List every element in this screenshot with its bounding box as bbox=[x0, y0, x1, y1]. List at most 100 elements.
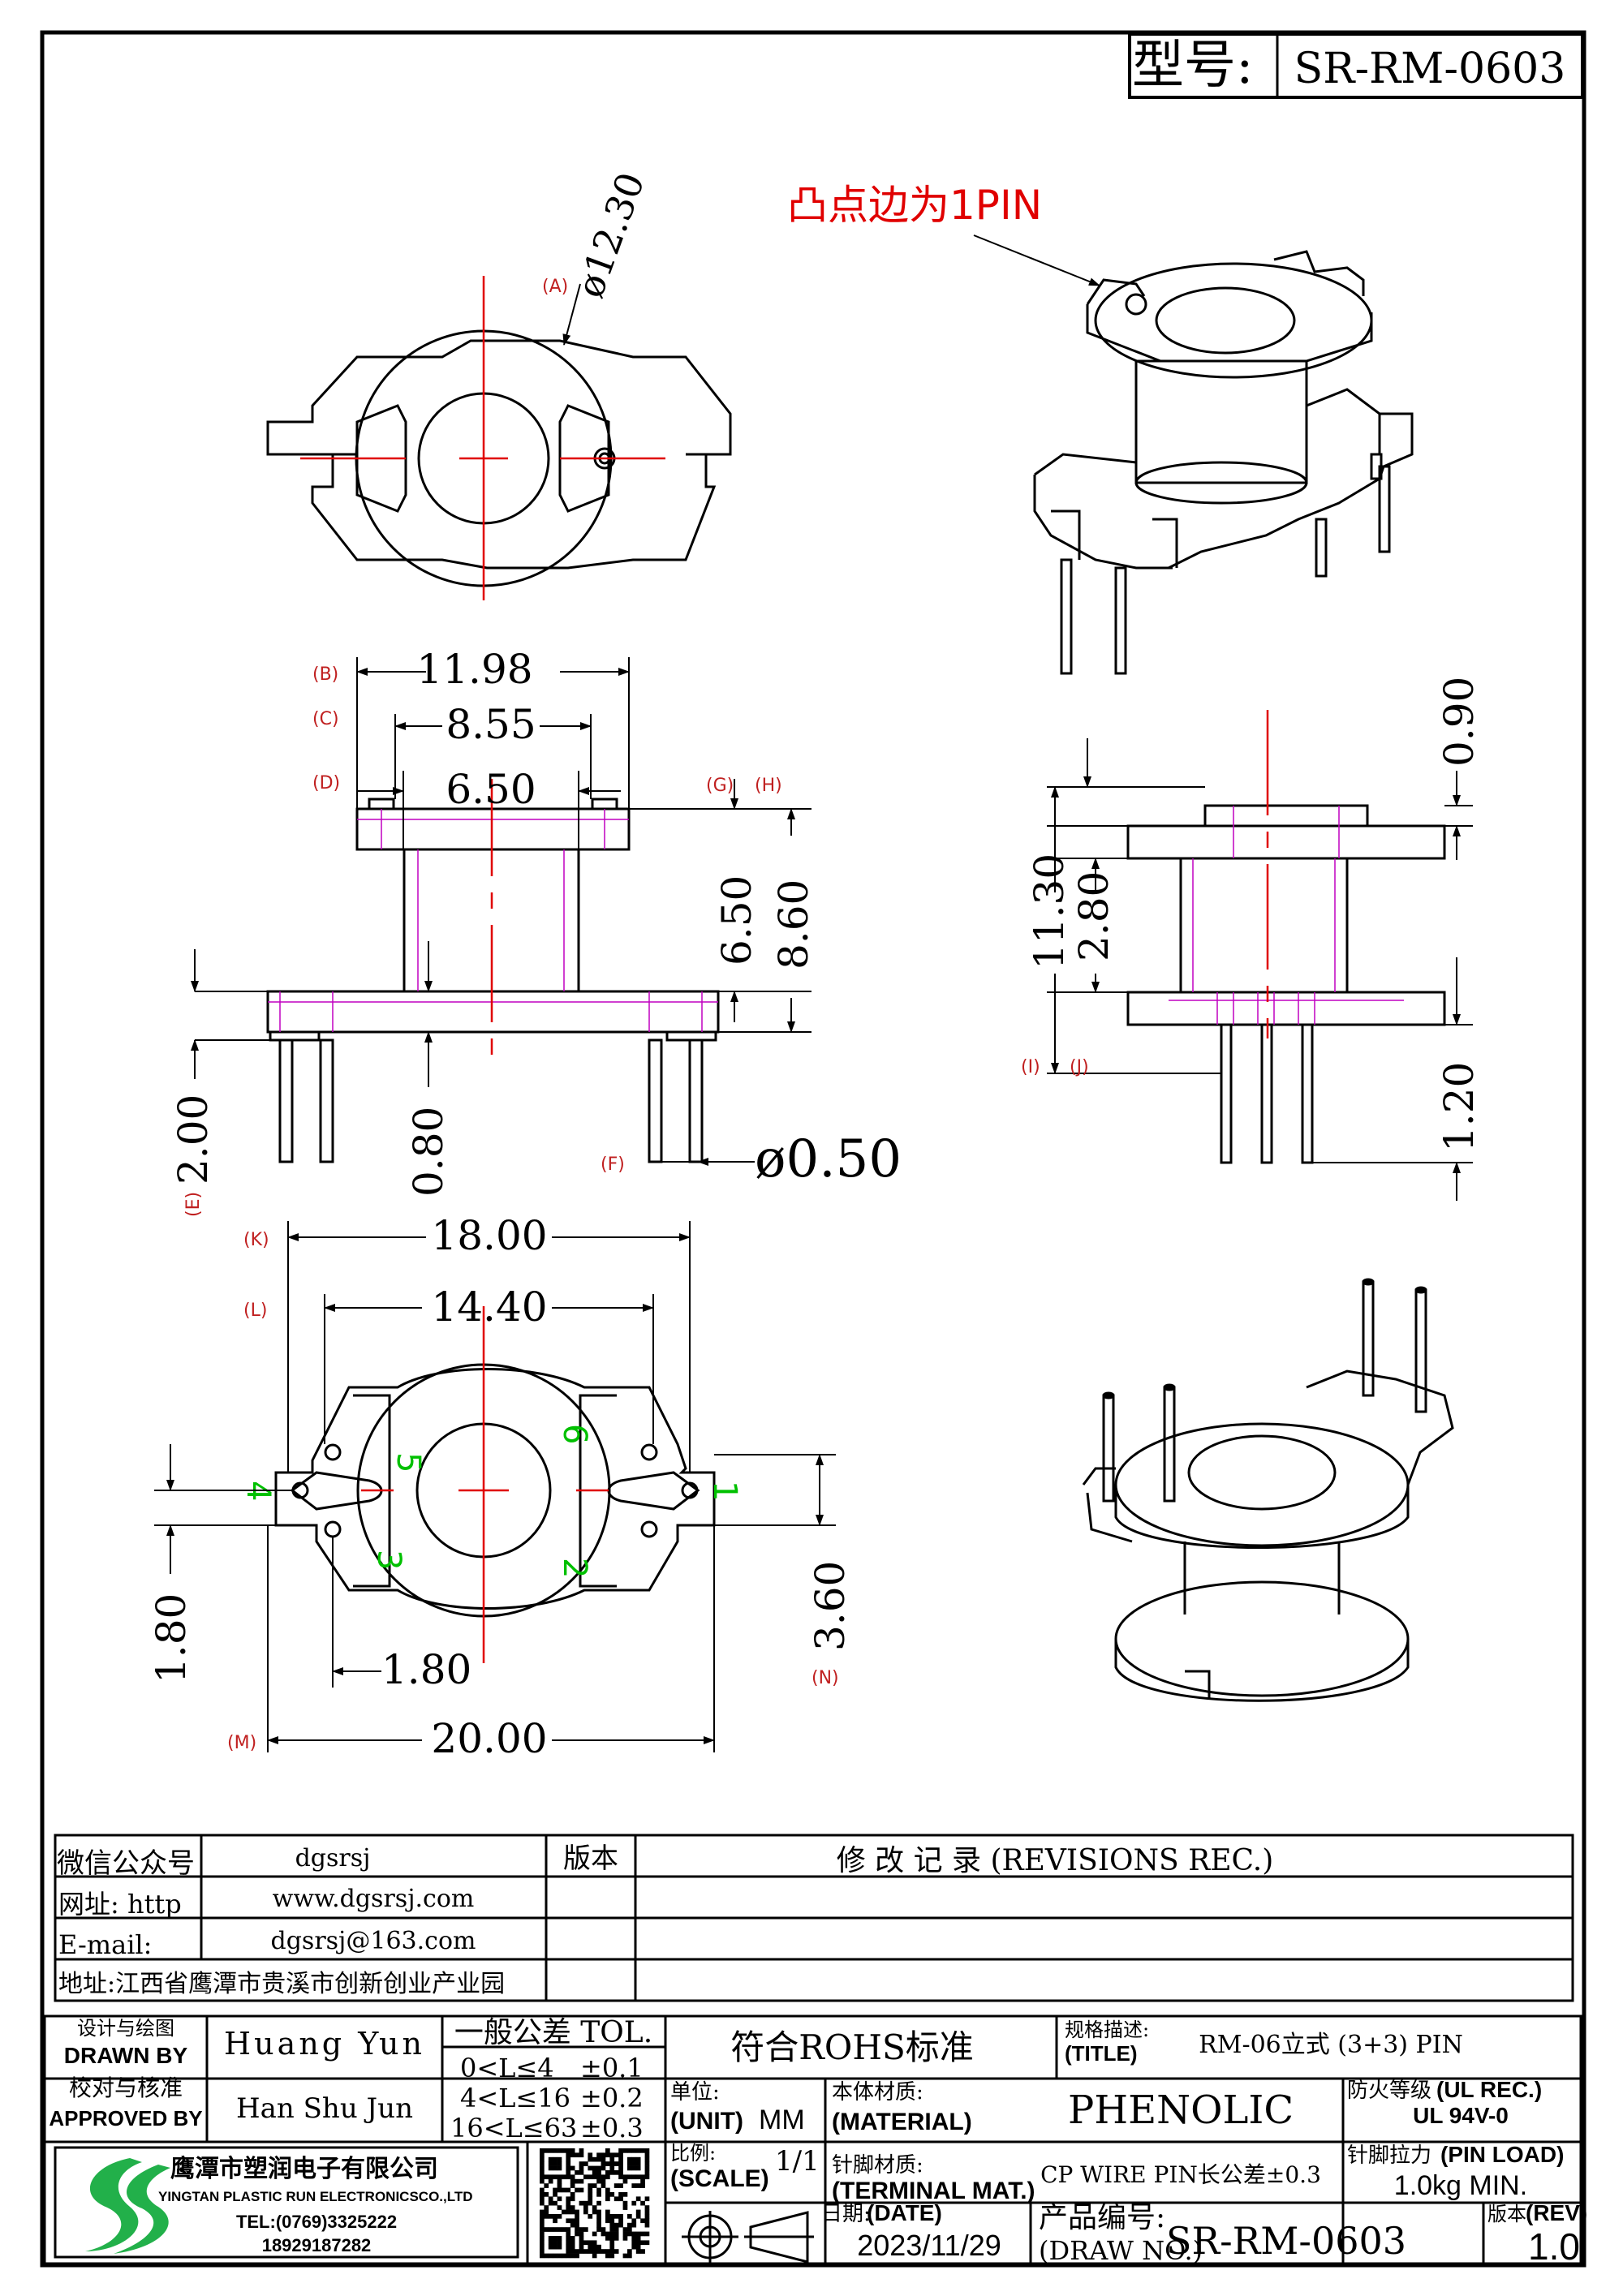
dim-d5: 6.50 bbox=[713, 875, 760, 965]
ref-c: (C) bbox=[312, 709, 339, 729]
web-value: www.dgsrsj.com bbox=[273, 1885, 475, 1913]
dim-d14: 18.00 bbox=[431, 1212, 547, 1259]
ref-g: (G) bbox=[706, 776, 734, 796]
unit-value: MM bbox=[759, 2105, 805, 2135]
pinload-cn: 针脚拉力 bbox=[1347, 2143, 1431, 2168]
ref-i: (I) bbox=[1021, 1057, 1040, 1077]
rev-cn: 版本 bbox=[1487, 2203, 1526, 2225]
projection-symbol bbox=[682, 2211, 814, 2264]
terminal-value: CP WIRE PIN长公差±0.3 bbox=[1040, 2161, 1321, 2188]
ref-e: (E) bbox=[183, 1192, 204, 1217]
unit-cn: 单位: bbox=[670, 2080, 720, 2105]
material-cn: 本体材质: bbox=[832, 2080, 923, 2105]
company-logo bbox=[85, 2158, 170, 2254]
email-label: E-mail: bbox=[58, 1929, 152, 1960]
approved-value: Han Shu Jun bbox=[236, 2092, 413, 2125]
dim-d9: ø0.50 bbox=[755, 1129, 902, 1189]
iso-view-bottom bbox=[1082, 1278, 1454, 1702]
tol-title: 一般公差 TOL. bbox=[454, 2016, 652, 2049]
ul-value: UL 94V-0 bbox=[1413, 2103, 1509, 2128]
ref-j: (J) bbox=[1070, 1057, 1089, 1077]
model-value: SR-RM-0603 bbox=[1294, 45, 1566, 93]
tol1-value: ±0.1 bbox=[580, 2053, 644, 2083]
address-label: 地址:江西省鹰潭市贵溪市创新创业产业园 bbox=[58, 1970, 505, 1998]
tol2-value: ±0.2 bbox=[580, 2083, 644, 2113]
drawn-by-value: Huang Yun bbox=[224, 2026, 425, 2062]
dim-d2: 11.98 bbox=[416, 646, 532, 693]
title-value: RM-06立式 (3+3) PIN bbox=[1199, 2031, 1463, 2059]
ref-n: (N) bbox=[812, 1668, 839, 1688]
company-block: 鹰潭市塑润电子有限公司 YINGTAN PLASTIC RUN ELECTRON… bbox=[54, 2146, 519, 2259]
title-block bbox=[43, 2014, 1582, 2265]
dim-d1: ø12.30 bbox=[568, 167, 653, 303]
company-name-en: YINGTAN PLASTIC RUN ELECTRONICSCO.,LTD bbox=[158, 2189, 473, 2204]
dim-d3: 8.55 bbox=[446, 701, 536, 748]
dim-d12: 2.80 bbox=[1070, 871, 1117, 961]
pin1-callout: 凸点边为1PIN bbox=[787, 182, 1042, 229]
drawn-by-cn: 设计与绘图 bbox=[77, 2017, 174, 2040]
tol3-value: ±0.3 bbox=[580, 2113, 644, 2143]
dim-d7: 2.00 bbox=[170, 1094, 217, 1185]
ul-cn: 防火等级 bbox=[1347, 2079, 1431, 2103]
drawno-value: SR-RM-0603 bbox=[1166, 2219, 1406, 2263]
dim-d11: 11.30 bbox=[1026, 853, 1073, 970]
bottom-view-centerlines bbox=[361, 1306, 609, 1663]
version-label: 版本 bbox=[563, 1842, 618, 1875]
drawno-cn: 产品编号: bbox=[1039, 2201, 1165, 2234]
wechat-label: 微信公众号 bbox=[57, 1847, 195, 1880]
terminal-cn: 针脚材质: bbox=[832, 2153, 923, 2178]
company-name-cn: 鹰潭市塑润电子有限公司 bbox=[170, 2155, 438, 2183]
material-value: PHENOLIC bbox=[1068, 2087, 1294, 2133]
drawn-by-en: DRAWN BY bbox=[64, 2043, 188, 2068]
dim-d10: 0.90 bbox=[1436, 677, 1483, 767]
title-en: (TITLE) bbox=[1065, 2041, 1138, 2066]
web-label: 网址: http bbox=[58, 1889, 182, 1920]
qr-code bbox=[540, 2148, 650, 2259]
rev-value: 1.0 bbox=[1528, 2225, 1580, 2268]
title-cn: 规格描述: bbox=[1065, 2019, 1149, 2041]
top-view-centerlines bbox=[300, 276, 665, 600]
scale-cn: 比例: bbox=[670, 2142, 716, 2165]
dim-d16: 1.80 bbox=[381, 1646, 471, 1693]
date-en: (DATE) bbox=[867, 2200, 942, 2225]
pin-label-2: 2 bbox=[556, 1558, 593, 1578]
side-view bbox=[1126, 804, 1446, 1164]
dim-d19: 20.00 bbox=[431, 1715, 547, 1762]
dim-d4: 6.50 bbox=[446, 766, 536, 813]
tol1-range: 0<L≤4 bbox=[460, 2053, 554, 2083]
ul-en: (UL REC.) bbox=[1436, 2077, 1542, 2102]
company-tel: TEL:(0769)3325222 bbox=[236, 2212, 397, 2232]
outer-frame bbox=[40, 30, 1586, 2268]
approved-cn: 校对与核准 bbox=[69, 2075, 183, 2101]
dim-d17: 1.80 bbox=[148, 1593, 195, 1683]
date-value: 2023/11/29 bbox=[857, 2229, 1001, 2262]
wechat-value: dgsrsj bbox=[295, 1844, 371, 1872]
pin-label-5: 5 bbox=[390, 1452, 427, 1473]
pin-label-3: 3 bbox=[370, 1550, 407, 1570]
drawno-en: (DRAW NO.) bbox=[1039, 2235, 1203, 2266]
front-view-dims bbox=[191, 657, 812, 1166]
dim-d6: 8.60 bbox=[770, 879, 817, 970]
iso-view-top bbox=[1033, 250, 1414, 675]
ref-d: (D) bbox=[312, 773, 340, 793]
rohs-label: 符合ROHS标准 bbox=[730, 2027, 973, 2067]
dim-d15: 14.40 bbox=[431, 1283, 547, 1331]
revisions-label: 修 改 记 录 (REVISIONS REC.) bbox=[837, 1844, 1274, 1877]
pin-label-6: 6 bbox=[556, 1424, 593, 1444]
pin-label-1: 1 bbox=[706, 1481, 743, 1501]
email-value: dgsrsj@163.com bbox=[271, 1927, 476, 1955]
bottom-view-dims bbox=[154, 1221, 836, 1752]
company-mobile: 18929187282 bbox=[262, 2235, 372, 2255]
callout-arrow bbox=[973, 234, 1100, 286]
front-view bbox=[266, 798, 720, 1163]
pinload-en: (PIN LOAD) bbox=[1440, 2142, 1564, 2167]
ref-l: (L) bbox=[243, 1301, 267, 1321]
unit-en: (UNIT) bbox=[670, 2108, 743, 2135]
ref-b: (B) bbox=[312, 664, 338, 685]
dim-d8: 0.80 bbox=[405, 1107, 452, 1197]
terminal-en: (TERMINAL MAT.) bbox=[832, 2178, 1035, 2204]
ref-f: (F) bbox=[601, 1154, 625, 1175]
ref-h: (H) bbox=[755, 776, 782, 796]
ref-a: (A) bbox=[542, 277, 568, 297]
